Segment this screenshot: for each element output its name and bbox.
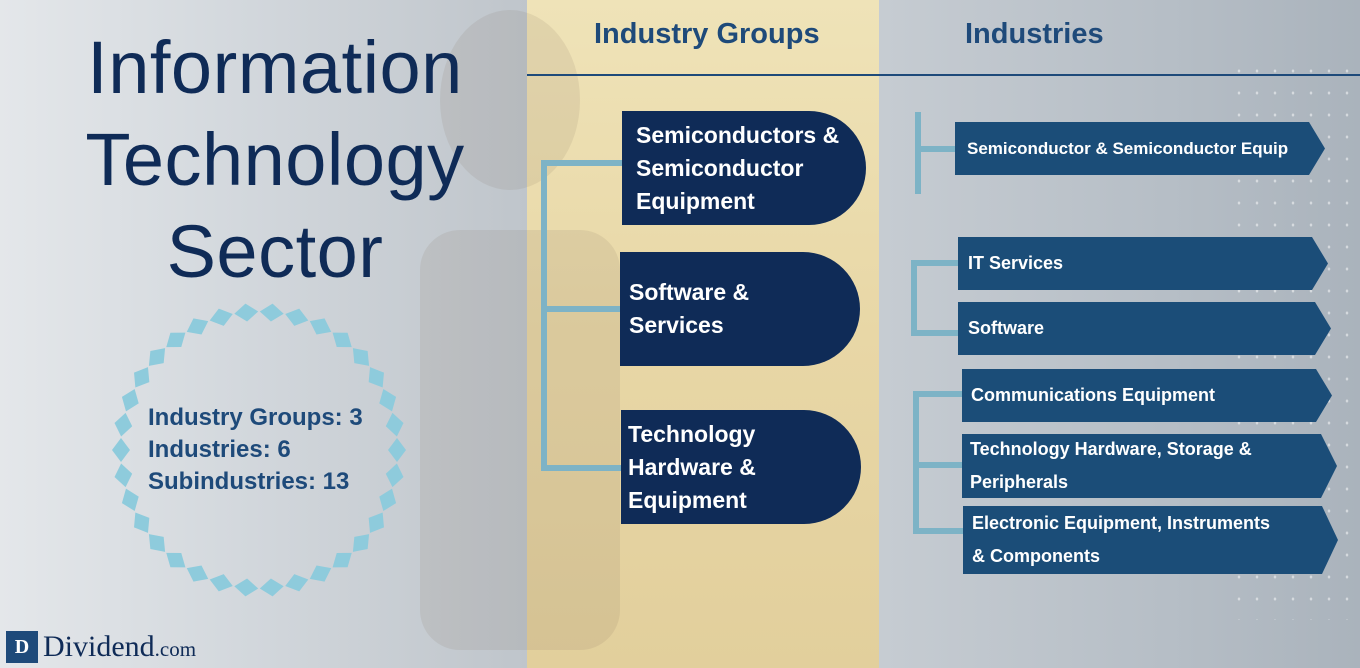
badge-diamond [209,308,233,326]
sector-title: Information Technology Sector [40,22,510,298]
connector-line [911,260,959,266]
connector-line [915,112,921,194]
industry-software[interactable]: Software [958,302,1331,355]
badge-diamond [368,512,384,533]
stat-industry-groups: Industry Groups: 3 [148,404,363,431]
industry-label: Technology Hardware, Storage & Periphera… [970,439,1252,492]
industry-it-services[interactable]: IT Services [958,237,1328,290]
industry-label: Software [968,318,1045,338]
badge-diamond [332,552,352,568]
dividend-logo[interactable]: D Dividend.com [6,630,196,664]
group-technology-hardware[interactable]: Technology Hardware & Equipment [621,410,861,524]
badge-diamond [134,512,150,533]
logo-wordmark: Dividend.com [43,630,196,664]
connector-line [541,160,623,166]
badge-diamond [148,348,166,366]
connector-line [911,260,917,336]
group-label: Technology Hardware & Equipment [628,420,756,513]
industry-label: Communications Equipment [971,385,1216,405]
badge-diamond [259,303,284,322]
connector-line [911,330,959,336]
title-line: Technology [85,118,465,201]
stat-subindustries: Subindustries: 13 [148,468,350,495]
industry-label: Semiconductor & Semiconductor Equip [967,139,1289,158]
badge-diamond [166,552,186,568]
badge-diamond [309,565,332,582]
badge-diamond [385,412,404,437]
badge-diamond [368,367,384,388]
group-label: Software & Services [629,279,750,338]
badge-diamond [379,488,397,512]
logo-mark: D [6,631,38,663]
badge-diamond [259,578,284,597]
title-line: Sector [166,210,384,293]
group-semiconductors[interactable]: Semiconductors & Semiconductor Equipment [622,111,866,225]
connector-line [541,306,623,312]
connector-line [913,391,963,397]
badge-diamond [186,318,209,335]
badge-diamond [234,578,259,597]
connector-line [541,160,547,471]
connector-line [913,528,963,534]
industry-electronic-equipment[interactable]: Electronic Equipment, Instruments & Comp… [963,506,1338,574]
header-industry-groups: Industry Groups [594,18,820,50]
industry-communications-equipment[interactable]: Communications Equipment [962,369,1332,422]
badge-diamond [148,534,166,552]
badge-diamond [352,348,370,366]
badge-diamond [166,332,186,348]
badge-diamond [114,412,133,437]
background-left-panel [0,0,527,668]
badge-diamond [114,463,133,488]
sector-stats: Industry Groups: 3 Industries: 6 Subindu… [148,402,363,498]
badge-diamond [332,332,352,348]
badge-diamond [134,367,150,388]
badge-diamond-ring [112,303,406,597]
badge-diamond [234,303,259,322]
group-software-services[interactable]: Software & Services [620,252,860,366]
badge-diamond [112,438,130,462]
header-divider [527,74,1360,76]
connector-line [915,146,957,152]
badge-diamond [209,574,233,592]
badge-diamond [121,488,139,512]
badge-diamond [379,388,397,412]
background-photo-shape [420,230,620,650]
logo-name: Dividend [43,630,155,663]
badge-diamond [121,388,139,412]
connector-line [541,465,623,471]
badge-diamond [285,574,309,592]
stat-industries: Industries: 6 [148,436,291,463]
badge-diamond [309,318,332,335]
badge-diamond [285,308,309,326]
badge-diamond [385,463,404,488]
header-industries: Industries [965,18,1104,50]
connector-line [913,462,963,468]
industry-label: Electronic Equipment, Instruments & Comp… [972,513,1271,566]
title-line: Information [87,26,463,109]
logo-domain: .com [154,637,197,661]
industry-semiconductor-equip[interactable]: Semiconductor & Semiconductor Equip [955,122,1325,175]
badge-diamond [186,565,209,582]
badge-diamond [388,438,406,462]
badge-diamond [352,534,370,552]
industry-technology-hardware-storage[interactable]: Technology Hardware, Storage & Periphera… [962,434,1337,498]
industry-label: IT Services [968,253,1064,273]
group-label: Semiconductors & Semiconductor Equipment [636,121,840,214]
